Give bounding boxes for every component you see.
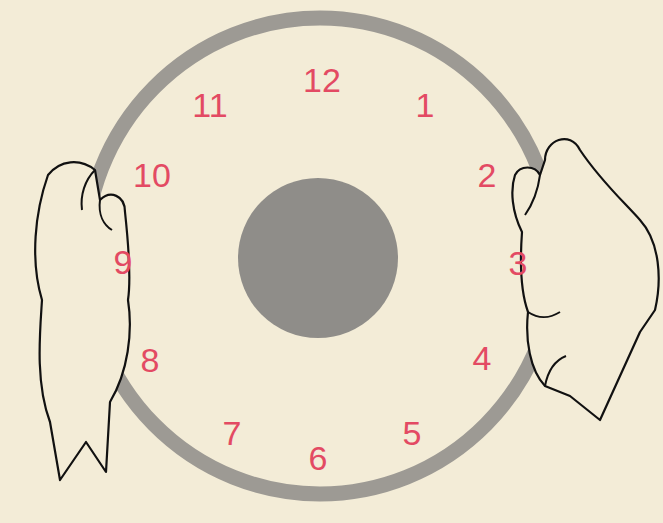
- finger-line: [82, 170, 95, 210]
- clock-number: 12: [303, 63, 341, 97]
- finger-line: [545, 356, 566, 386]
- clock-number: 6: [309, 441, 328, 475]
- hand-outline: [35, 162, 130, 480]
- clock-ring: [85, 18, 555, 494]
- clock-number: 8: [141, 343, 160, 377]
- clock-number: 5: [403, 416, 422, 450]
- clock-number: 4: [473, 341, 492, 375]
- clock-number: 10: [133, 158, 171, 192]
- clock-number: 9: [114, 245, 133, 279]
- clock-number: 7: [223, 416, 242, 450]
- finger-line: [525, 175, 540, 215]
- hand-outline: [512, 139, 658, 420]
- left-hand: [35, 162, 130, 480]
- right-hand: [512, 139, 658, 420]
- clock-number: 11: [192, 88, 227, 122]
- center-disc: [238, 178, 398, 338]
- clock-number: 1: [416, 88, 435, 122]
- clock-number: 2: [478, 158, 497, 192]
- clock-number: 3: [509, 246, 528, 280]
- finger-line: [528, 312, 560, 317]
- finger-line: [100, 200, 112, 230]
